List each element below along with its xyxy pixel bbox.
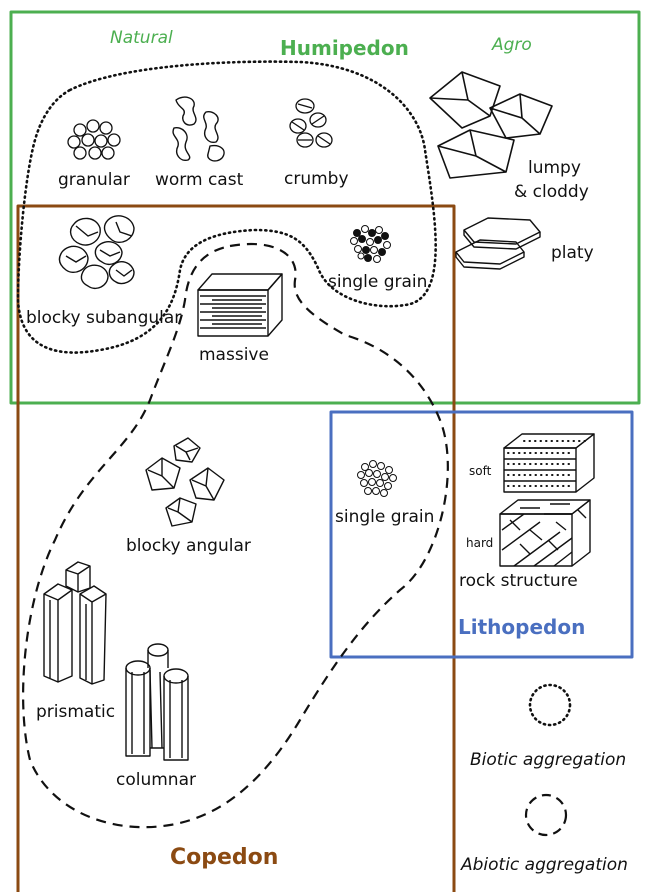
- lumpy-cloddy-shape: [429, 71, 553, 179]
- abiotic-legend-label: Abiotic aggregation: [461, 855, 628, 875]
- lumpy-label-line2: & cloddy: [514, 182, 589, 202]
- single-grain-litho-label: single grain: [335, 507, 435, 527]
- soft-label: soft: [469, 464, 492, 478]
- single-grain-litho-shape: [357, 460, 397, 497]
- hard-label: hard: [466, 536, 494, 550]
- blocky-subangular-label: blocky subangular: [26, 308, 182, 328]
- massive-shape: [197, 273, 283, 337]
- massive-label: massive: [199, 345, 269, 365]
- soft-rock-shape: [503, 433, 595, 493]
- abiotic-legend-symbol: [524, 793, 568, 837]
- lumpy-label-line1: lumpy: [528, 158, 581, 178]
- crumby-shape: [289, 98, 333, 148]
- hard-rock-shape: [499, 499, 591, 567]
- blocky-angular-shape: [145, 437, 225, 527]
- biotic-legend-label: Biotic aggregation: [470, 750, 627, 770]
- worm-cast-label: worm cast: [155, 170, 244, 190]
- natural-label: Natural: [110, 28, 173, 48]
- blocky-angular-label: blocky angular: [126, 536, 251, 556]
- lithopedon-box: [329, 410, 634, 659]
- columnar-shape: [125, 643, 189, 761]
- lithopedon-title: Lithopedon: [458, 615, 586, 639]
- single-grain-top-shape: [350, 225, 391, 263]
- prismatic-shape: [43, 561, 107, 685]
- humipedon-title: Humipedon: [280, 36, 409, 60]
- platy-shape: [455, 217, 541, 270]
- rock-structure-label: rock structure: [459, 571, 578, 591]
- biotic-aggregation-region: [16, 60, 437, 354]
- platy-label: platy: [551, 243, 594, 263]
- abiotic-aggregation-region: [22, 242, 449, 829]
- single-grain-top-label: single grain: [328, 272, 428, 292]
- granular-shape: [67, 119, 121, 160]
- blocky-subangular-shape: [58, 215, 135, 290]
- agro-label: Agro: [492, 35, 532, 55]
- copedon-title: Copedon: [170, 845, 279, 870]
- crumby-label: crumby: [284, 169, 349, 189]
- worm-cast-shape: [172, 96, 225, 162]
- humipedon-box: [9, 10, 641, 405]
- prismatic-label: prismatic: [36, 702, 116, 722]
- copedon-box: [16, 204, 456, 892]
- biotic-legend-symbol: [528, 683, 572, 727]
- columnar-label: columnar: [116, 770, 196, 790]
- granular-label: granular: [58, 170, 130, 190]
